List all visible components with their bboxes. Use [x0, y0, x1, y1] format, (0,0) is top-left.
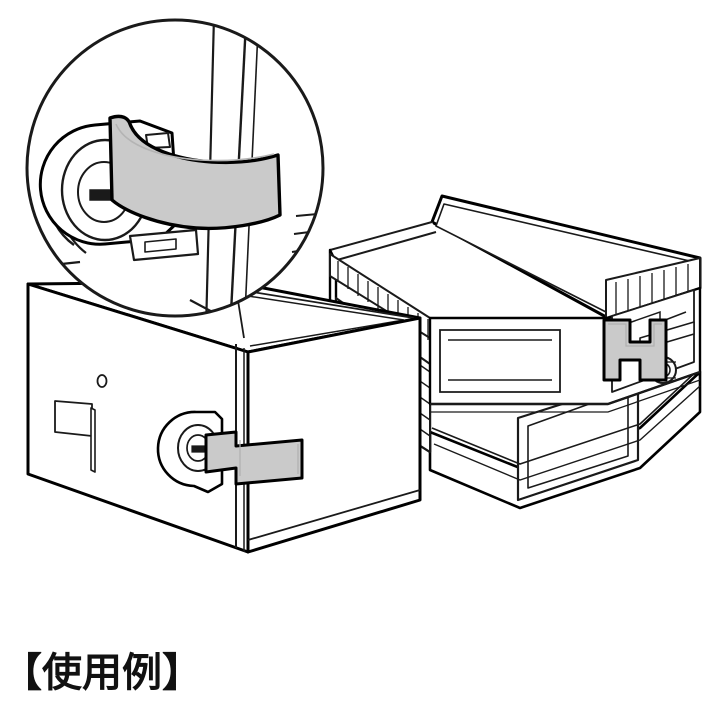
tower-base-line — [247, 489, 421, 541]
tower-computer-group — [26, 280, 422, 554]
rack-body-seam-line-2 — [430, 379, 701, 413]
magnifier-contents — [27, 20, 323, 316]
tower-side-face — [246, 316, 422, 554]
tower-badge-slot — [54, 400, 93, 437]
rack-front-bezel — [439, 329, 561, 393]
security-seal-magnified — [108, 114, 282, 231]
magnifier-ring — [25, 18, 325, 318]
rack-stack-seam-1 — [431, 367, 701, 465]
tower-vertical-slot — [90, 407, 96, 473]
security-seal-rack — [602, 318, 668, 382]
rack-front-bezel-detail — [448, 339, 552, 381]
caption-usage-example: 【使用例】 — [2, 650, 202, 696]
magnifier-callout — [25, 18, 325, 318]
rack-front-subpanel-notch — [619, 310, 687, 327]
security-seal-tower — [204, 430, 304, 486]
rack-body-seam-line — [430, 371, 701, 405]
tower-status-led — [96, 374, 108, 388]
rack-right-vent-slats — [615, 264, 689, 314]
rack-stack-seam-2 — [433, 385, 701, 481]
